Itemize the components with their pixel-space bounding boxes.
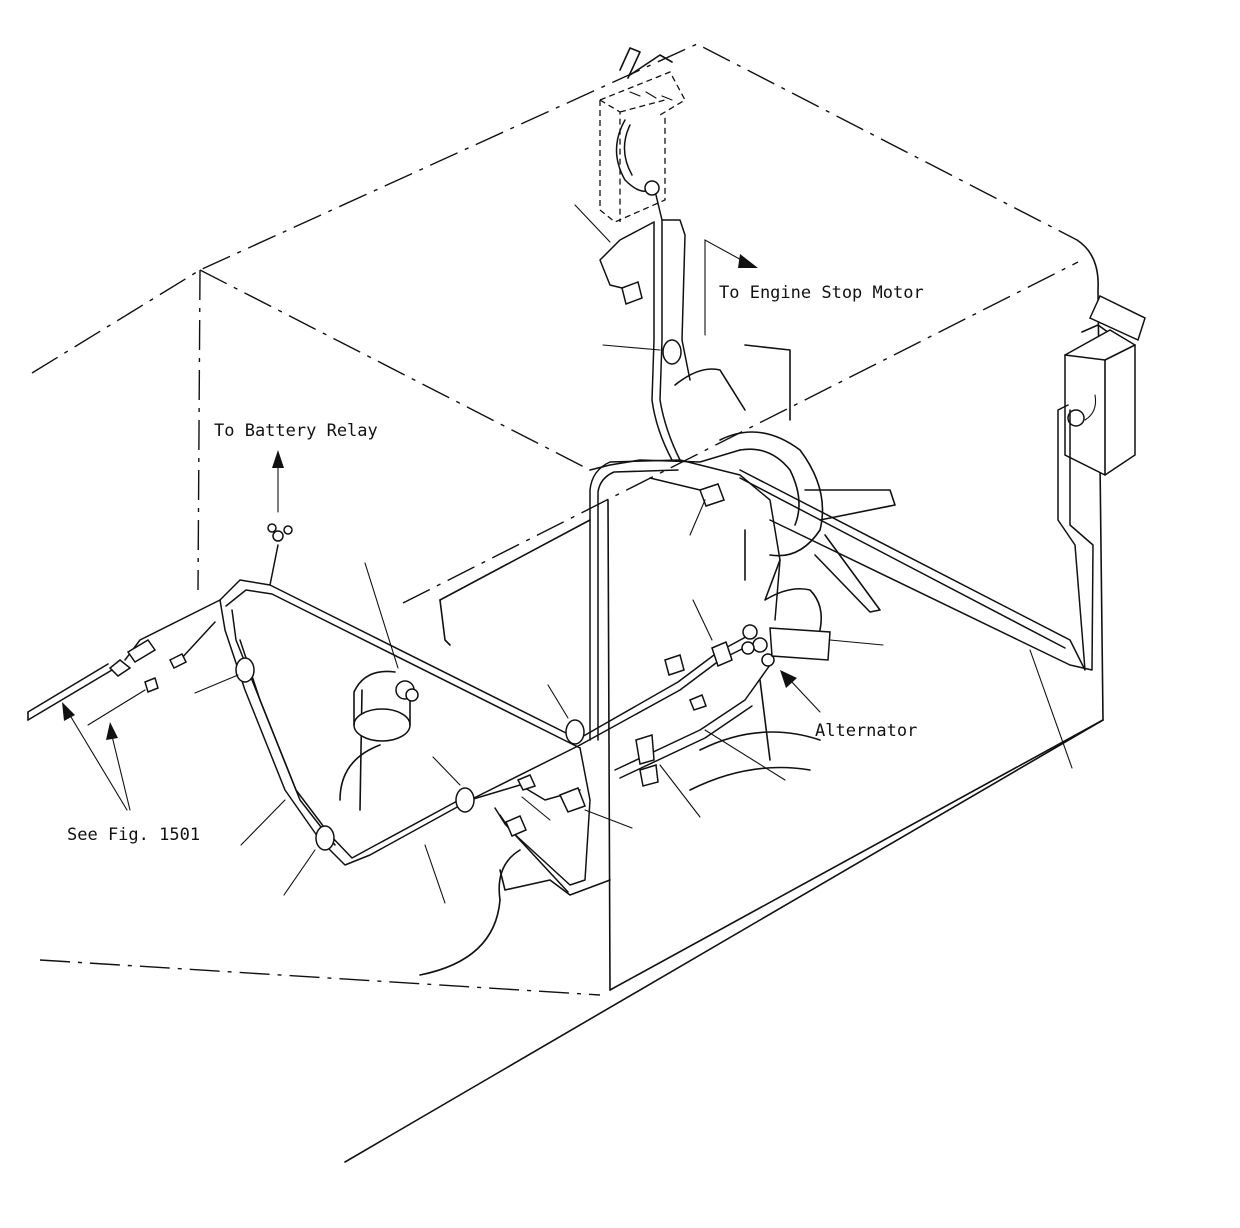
engine-block bbox=[339, 449, 821, 976]
label-engine-stop-motor: To Engine Stop Motor bbox=[719, 283, 924, 303]
label-battery-relay: To Battery Relay bbox=[214, 421, 378, 441]
right-side-control-box bbox=[1064, 294, 1146, 476]
label-alternator: Alternator bbox=[815, 721, 917, 741]
pointer-arrows bbox=[62, 239, 821, 811]
wiring-harness bbox=[27, 194, 1094, 893]
callout-leader-lines bbox=[194, 204, 1073, 904]
engine-stop-controller-box bbox=[599, 47, 686, 223]
radiator-fan bbox=[674, 344, 896, 631]
label-see-fig: See Fig. 1501 bbox=[67, 825, 200, 845]
starter-motor bbox=[353, 670, 419, 742]
